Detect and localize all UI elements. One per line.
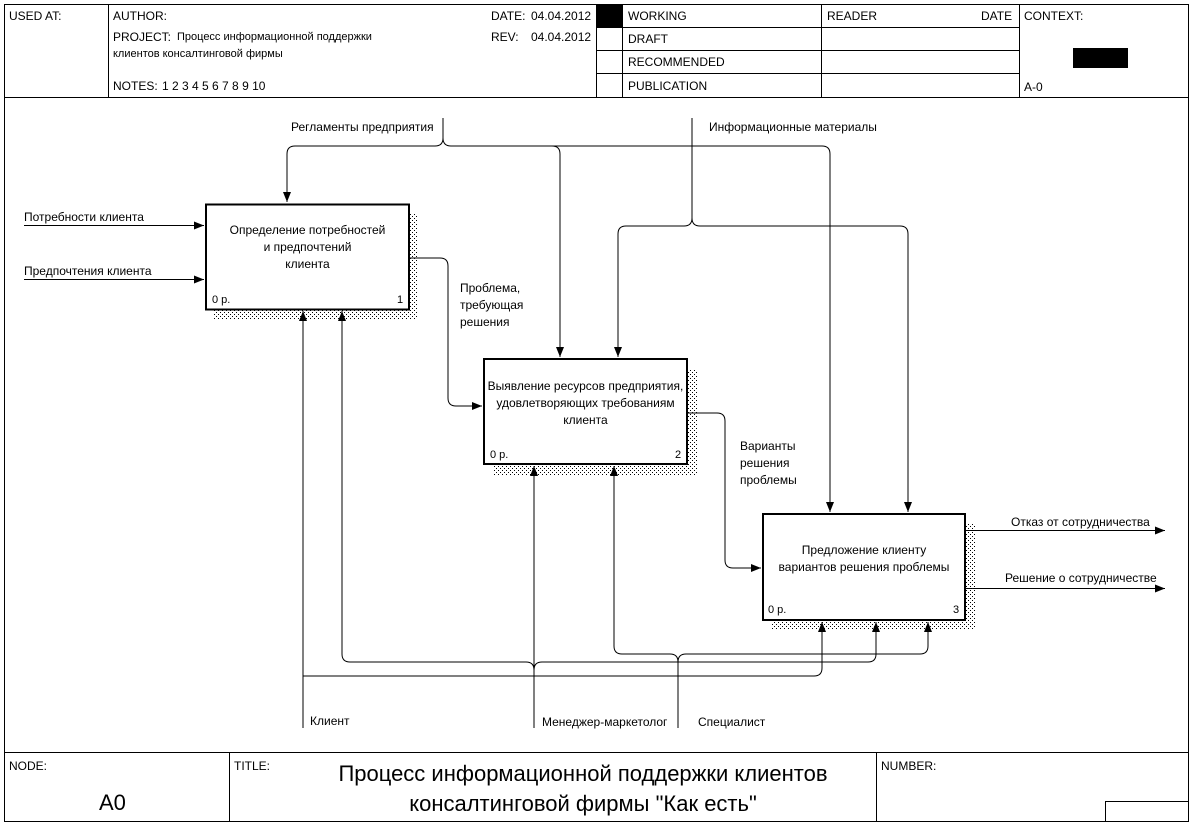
project-line-2: клиентов консалтинговой фирмы [113,48,283,60]
box-1-title[interactable]: Определение потребностей и предпочтений … [208,222,407,273]
project-label: PROJECT: [113,30,172,44]
node-label: NODE: [9,759,48,773]
box-3-title-line: вариантов решения проблемы [778,560,950,574]
control-arrow-regulations[interactable] [283,118,834,512]
box-2-title-line: Выявление ресурсов предприятия, [487,379,684,393]
mechanism-arrow-specialist[interactable] [610,466,932,728]
box-3-cost: 0 р. [768,604,787,616]
arrow-problem[interactable] [409,257,482,410]
label-needs: Потребности клиента [24,210,144,224]
label-manager: Менеджер-маркетолог [542,715,668,729]
status-recommended: RECOMMENDED [628,55,725,69]
box-1-cost: 0 р. [212,294,231,306]
box-1-title-line: клиента [285,257,330,271]
diagram-title-line: консалтинговой фирмы "Как есть" [409,791,757,816]
title-label: TITLE: [234,759,271,773]
reader-date-label: DATE [981,9,1013,23]
used-at-label: USED AT: [9,9,62,23]
box-2-title[interactable]: Выявление ресурсов предприятия, удовлетв… [486,378,685,429]
status-working: WORKING [628,9,687,23]
box-3-title[interactable]: Предложение клиенту вариантов решения пр… [765,542,963,576]
label-prefs: Предпочтения клиента [24,264,152,278]
header-grid [4,4,1188,98]
date-value: 04.04.2012 [531,9,592,23]
context-thumbnail [1073,48,1128,68]
context-node: A-0 [1024,80,1043,94]
label-specialist: Специалист [698,715,766,729]
box-2-cost: 0 р. [490,449,509,461]
rev-value: 04.04.2012 [531,30,592,44]
status-draft: DRAFT [628,32,668,46]
label-variants-line: решения [740,456,790,470]
status-publication: PUBLICATION [628,79,708,93]
author-label: AUTHOR: [113,9,167,23]
working-status-marker [597,5,622,27]
reader-label: READER [827,9,878,23]
notes-values: 1 2 3 4 5 6 7 8 9 10 [162,79,266,93]
node-value: A0 [99,790,126,815]
arrow-variants[interactable] [687,412,761,572]
context-label: CONTEXT: [1024,9,1084,23]
box-3-title-line: Предложение клиенту [801,543,927,557]
label-variants-line: Варианты [740,439,796,453]
label-variants-line: проблемы [740,473,797,487]
notes-label: NOTES: [113,79,158,93]
label-regulations: Регламенты предприятия [291,120,434,134]
diagram-title-line: Процесс информационной поддержки клиенто… [338,761,828,786]
diagram-title: Процесс информационной поддержки клиенто… [280,759,886,819]
label-decision: Решение о сотрудничестве [1005,571,1157,585]
activity-box-3[interactable] [762,513,966,621]
box-1-title-line: и предпочтений [263,240,352,254]
control-arrow-info[interactable] [614,118,912,512]
box-2-title-line: удовлетворяющих требованиям [496,396,675,410]
rev-label: REV: [491,30,519,44]
label-client: Клиент [310,714,350,728]
mechanism-arrow-client[interactable] [299,311,826,728]
number-label: NUMBER: [881,759,937,773]
label-problem-line: требующая [460,298,524,312]
box-2-title-line: клиента [563,413,608,427]
label-info-materials: Информационные материалы [709,120,877,134]
project-line-1: Процесс информационной поддержки [177,31,372,43]
mechanism-arrow-manager[interactable] [338,311,880,728]
activity-box-1[interactable] [205,203,410,311]
footer-grid [4,752,1189,822]
box-1-title-line: Определение потребностей [229,223,386,237]
box-2-number: 2 [675,449,682,461]
date-label: DATE: [491,9,526,23]
label-problem-line: решения [460,315,510,329]
label-problem: Проблема, требующая решения [460,280,523,331]
box-3-number: 3 [953,604,960,616]
label-variants: Варианты решения проблемы [740,438,797,489]
box-1-number: 1 [397,294,404,306]
activity-box-2[interactable] [483,358,688,465]
label-refusal: Отказ от сотрудничества [1011,515,1150,529]
label-problem-line: Проблема, [460,281,521,295]
